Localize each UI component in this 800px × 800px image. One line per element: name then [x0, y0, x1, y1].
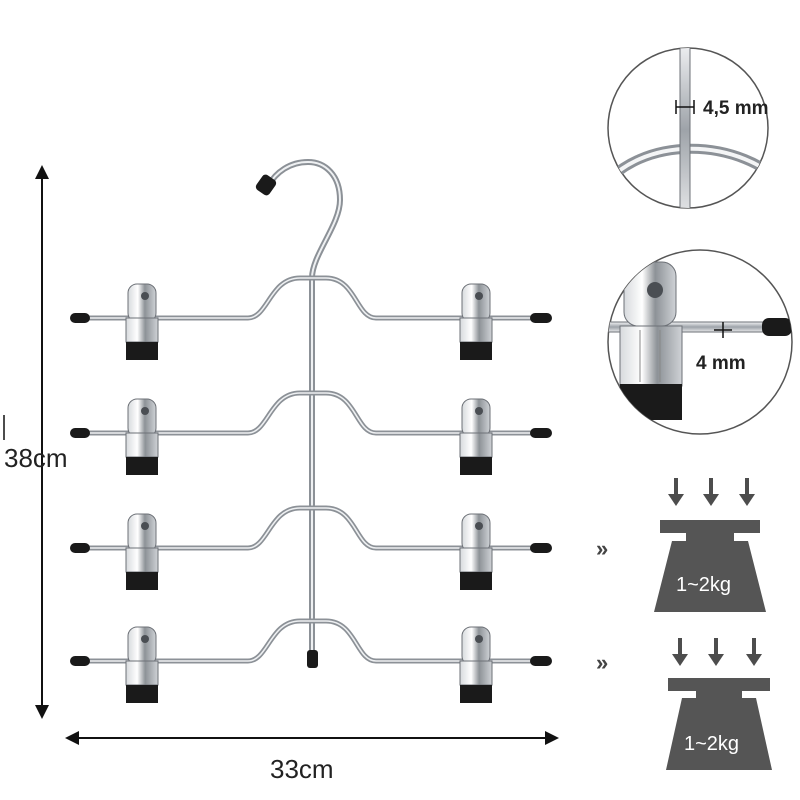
down-arrows-icon — [668, 478, 755, 506]
weight-plate — [668, 678, 770, 691]
hanger-tier — [70, 505, 552, 590]
rod-thickness-label: 4,5 mm — [703, 98, 768, 119]
weight-icon — [666, 691, 772, 770]
right-clip — [459, 626, 493, 703]
height-dimension: 38cm — [3, 165, 68, 719]
width-dimension: 33cm — [65, 731, 559, 784]
hanger-hook — [255, 158, 344, 668]
bar-end-cap — [530, 656, 552, 666]
hanger-tier — [70, 275, 552, 360]
left-clip — [125, 513, 159, 590]
bar-end-cap — [70, 543, 90, 553]
left-clip — [125, 283, 159, 360]
weight-plate — [660, 520, 760, 533]
detail-bar-thickness: 4 mm — [607, 249, 793, 435]
weight-icon — [654, 533, 766, 612]
left-clip — [125, 398, 159, 475]
tier-capacity-label-1: 1~2kg — [676, 574, 731, 596]
rod-end-cap — [307, 650, 318, 668]
double-chevron-icon: » — [596, 536, 608, 561]
hanger-tier — [70, 618, 552, 703]
bar-end-cap — [530, 428, 552, 438]
hanger-tiers — [70, 275, 552, 703]
down-arrows-icon — [672, 638, 762, 666]
bar-end-cap — [70, 656, 90, 666]
hook-tip-cap — [255, 174, 277, 196]
tier-capacity-label-2: 1~2kg — [684, 733, 739, 755]
load-indicator-1: » 1~2kg — [596, 478, 766, 612]
right-clip — [459, 513, 493, 590]
right-clip — [459, 283, 493, 360]
load-indicator-2: » 1~2kg — [596, 638, 772, 770]
hanger-tier — [70, 390, 552, 475]
bar-end-cap — [70, 428, 90, 438]
right-clip — [459, 398, 493, 475]
detail-rod-thickness: 4,5 mm — [607, 47, 769, 209]
left-clip — [125, 626, 159, 703]
height-label: 38cm — [4, 443, 68, 473]
bar-thickness-label: 4 mm — [696, 353, 746, 374]
bar-end-cap — [530, 313, 552, 323]
width-label: 33cm — [270, 754, 334, 784]
double-chevron-icon: » — [596, 650, 608, 675]
bar-end-cap — [70, 313, 90, 323]
bar-end-cap — [530, 543, 552, 553]
